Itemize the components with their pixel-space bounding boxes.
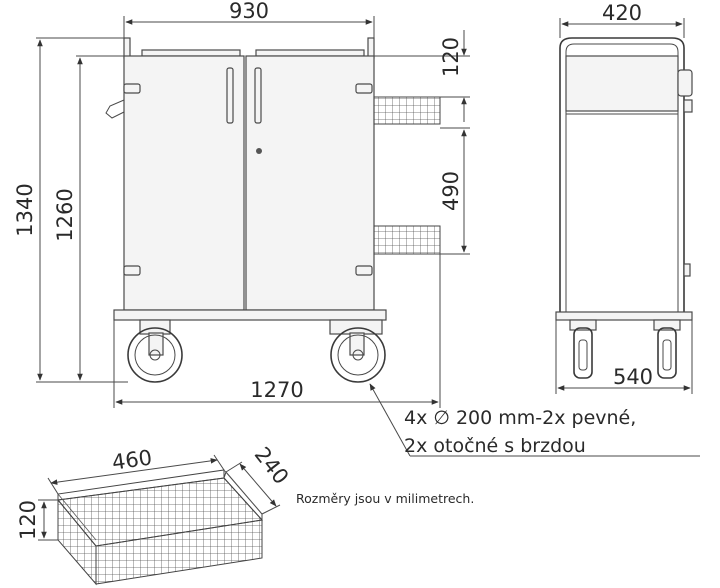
dim-basket-240: 240 (250, 443, 294, 489)
dimension-420: 420 (559, 1, 685, 38)
side-basket-top (373, 96, 441, 125)
cart-front-view (105, 37, 441, 383)
front-right-wheel (329, 319, 386, 383)
dimension-490: 490 (439, 127, 470, 255)
dim-basket-460: 460 (111, 445, 154, 474)
dim-offset-120: 120 (439, 37, 463, 77)
wheel-note-line1: 4x ∅ 200 mm-2x pevné, (404, 407, 636, 429)
dim-track-540: 540 (613, 365, 653, 389)
dim-depth-420: 420 (602, 1, 642, 25)
basket-detail (57, 469, 263, 586)
dim-width-930: 930 (229, 0, 269, 23)
side-basket-bottom (373, 225, 441, 255)
wheel-leader (369, 383, 700, 457)
dim-spacing-490: 490 (439, 171, 463, 211)
dimension-1270: 1270 (113, 254, 441, 408)
dimension-460: 460 (47, 445, 225, 495)
dimension-120-side: 120 (374, 30, 470, 122)
dim-height-1260: 1260 (53, 188, 77, 241)
dim-height-1340: 1340 (13, 183, 37, 236)
side-left-wheel (569, 319, 597, 379)
dimension-930: 930 (123, 0, 375, 38)
left-door (123, 55, 245, 311)
right-door (245, 55, 375, 311)
wheel-note-line2: 2x otočné s brzdou (404, 435, 586, 457)
front-left-wheel (127, 319, 183, 383)
dim-basket-120: 120 (16, 500, 40, 540)
dimension-120-basket: 120 (16, 499, 58, 541)
dimension-1260: 1260 (53, 55, 124, 381)
dim-length-1270: 1270 (250, 378, 303, 402)
cart-side-view (555, 37, 693, 379)
units-note: Rozměry jsou v milimetrech. (296, 491, 474, 506)
side-right-wheel (653, 319, 681, 379)
dimension-1340: 1340 (13, 37, 128, 383)
dimension-540: 540 (555, 320, 693, 394)
